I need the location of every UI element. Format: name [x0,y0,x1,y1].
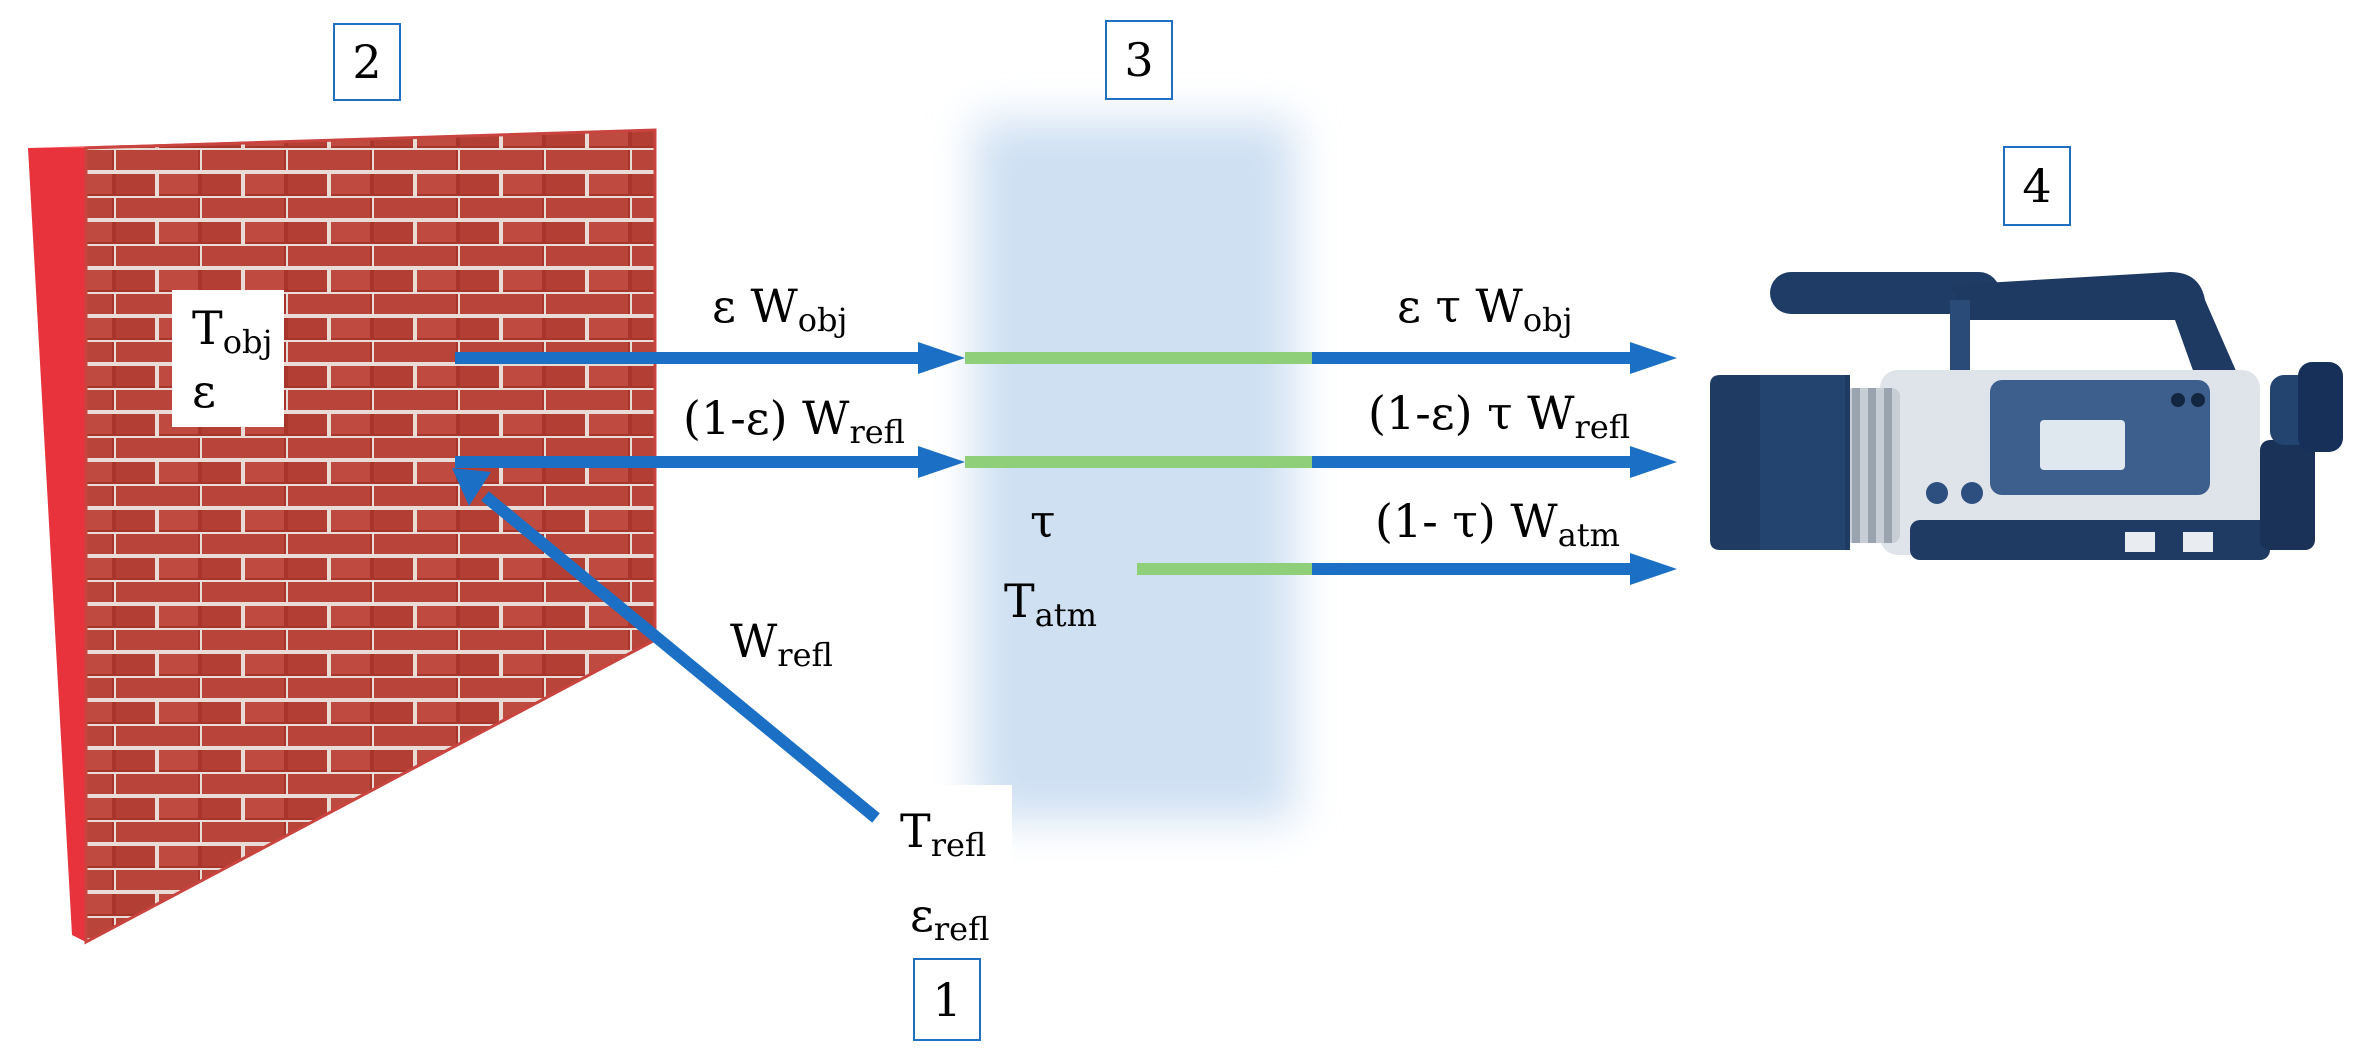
wall-emissivity-label: ε [192,364,216,418]
arrow-refl-source [481,491,880,823]
arrow-obj-in-head [918,342,965,374]
arrow-refl-in-head [918,446,965,478]
beam-label-atm-out: (1- τ) Watm [1375,494,1620,554]
beam-label-obj-in: ε Wobj [712,279,848,339]
refl-label-box [880,785,1012,935]
wall-temperature-label: Tobj [192,301,273,361]
atmosphere-layer [975,120,1295,820]
atm-transmittance-label: τ [1030,494,1056,548]
brick-wall [28,128,657,945]
arrow-atm-out-head [1630,553,1677,585]
beam-label-refl-in: (1-ε) Wrefl [683,391,906,451]
thermal-camera [1710,272,2343,560]
arrow-refl-out-head [1630,446,1677,478]
refl-temperature-label: Trefl [900,804,987,864]
box-number-2: 2 [333,23,401,101]
wall-label-box [172,290,284,427]
refl-emissivity-label: εrefl [910,888,990,948]
arrow-obj-out-head [1630,342,1677,374]
beam-label-refl-source: Wrefl [730,614,833,674]
box-number-1: 1 [913,958,981,1041]
beam-arrows [452,342,1677,823]
beam-label-refl-out: (1-ε) τ Wrefl [1368,386,1631,446]
beam-label-obj-out: ε τ Wobj [1397,279,1573,339]
atm-temperature-label: Tatm [1004,574,1097,634]
box-number-3: 3 [1105,20,1173,100]
box-number-4: 4 [2003,146,2071,226]
arrow-refl-source-head [452,468,491,506]
